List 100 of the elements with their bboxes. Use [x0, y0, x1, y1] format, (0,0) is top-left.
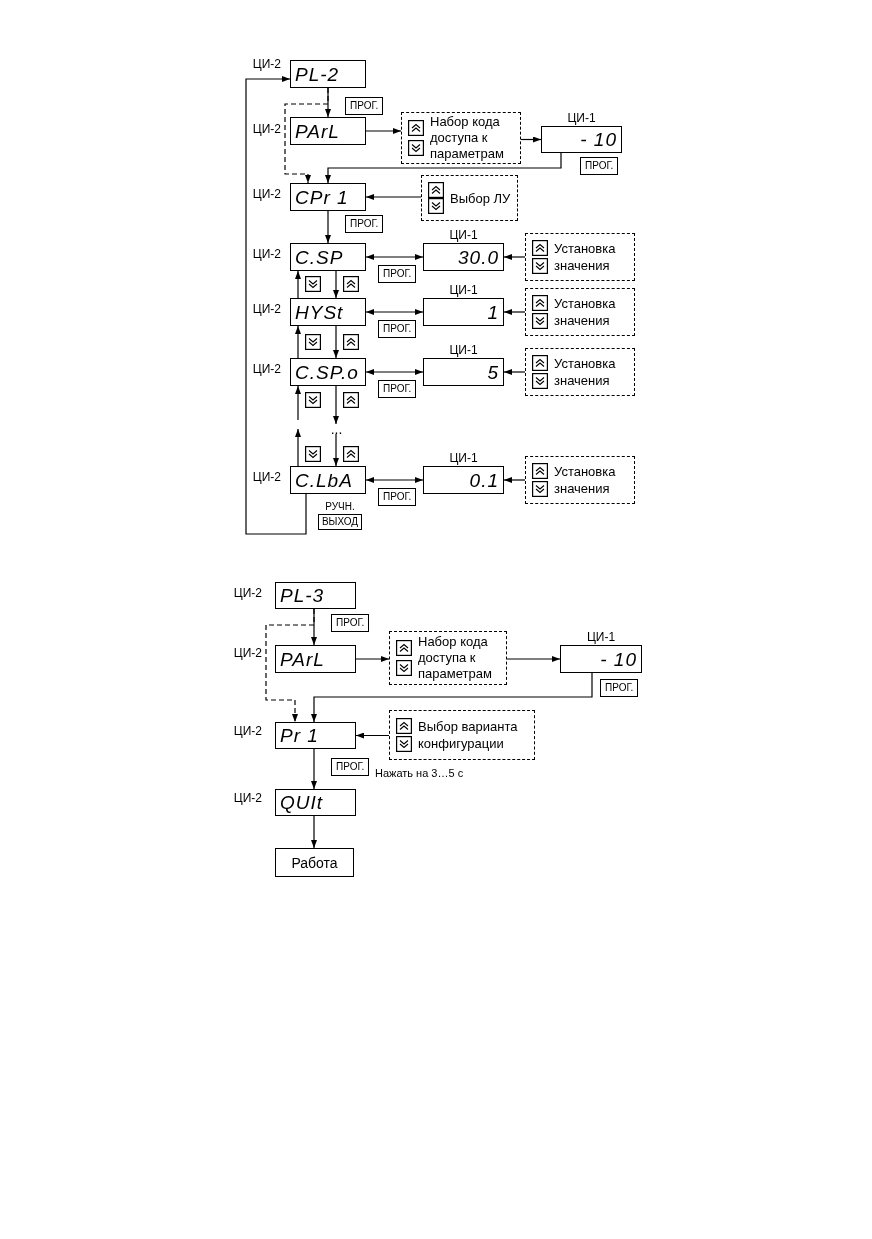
display-readout: - 10: [580, 130, 617, 149]
key-label: РУЧН. ВЫХОД: [318, 499, 362, 530]
display-readout: QUIt: [280, 793, 324, 812]
display-window: [275, 789, 356, 816]
state-text: Работа: [291, 854, 338, 871]
arrow: [503, 477, 526, 483]
double-arrow: [365, 254, 424, 260]
display-window: [423, 243, 504, 271]
key-hint-frame: [525, 456, 635, 504]
arrow: [355, 732, 390, 739]
arrow: [333, 385, 339, 425]
display-readout: C.SP.o: [295, 362, 359, 382]
key-label: ПРОГ.: [378, 320, 417, 338]
key-label: ПРОГ.: [580, 157, 619, 175]
indicator-label: ЦИ-2: [233, 792, 262, 805]
display-readout: PArL: [295, 121, 340, 141]
arrow: [295, 325, 301, 359]
arrow: [333, 325, 339, 359]
key-hint-frame: [525, 348, 635, 396]
indicator-label: ЦИ-1: [586, 631, 616, 643]
arrow: [365, 194, 422, 200]
arrow: [365, 128, 402, 134]
arrow: [295, 270, 301, 299]
arrow: [503, 309, 526, 315]
display-window: [290, 60, 366, 88]
display-window: [290, 466, 366, 494]
state-box: [275, 848, 354, 877]
indicator-label: ЦИ-2: [233, 725, 262, 738]
display-readout: C.SP: [295, 247, 344, 267]
arrow: [520, 136, 542, 143]
double-arrow: [365, 477, 424, 483]
display-window: [423, 466, 504, 494]
hint-text: Выбор варианта конфигурации: [418, 718, 519, 752]
display-window: [275, 645, 356, 673]
display-readout: Pr 1: [280, 726, 319, 745]
display-window: [290, 298, 366, 326]
display-window: [560, 645, 642, 673]
key-hint-frame: [525, 233, 635, 281]
hint-text: Набор кода доступа к параметрам: [430, 114, 505, 162]
hint-text: Установка значения: [554, 463, 617, 497]
key-hint-frame: [421, 175, 518, 221]
key-label: ПРОГ.: [378, 488, 417, 506]
key-label: ПРОГ.: [331, 758, 370, 776]
arrow: [506, 656, 561, 662]
arrow: [355, 656, 390, 662]
display-readout: 5: [487, 362, 499, 382]
arrow: [295, 428, 301, 467]
display-window: [275, 582, 356, 609]
indicator-label: ЦИ-1: [567, 112, 596, 124]
key-hint-frame: [389, 710, 535, 760]
indicator-label: ЦИ-1: [449, 452, 478, 464]
arrow: [325, 152, 562, 184]
indicator-label: ЦИ-1: [449, 229, 478, 241]
key-label: ПРОГ.: [378, 265, 417, 283]
display-readout: C.LbA: [295, 470, 353, 490]
display-readout: CPr 1: [295, 187, 349, 207]
indicator-label: ЦИ-2: [252, 363, 281, 376]
arrow: [245, 76, 307, 535]
display-window: [423, 298, 504, 326]
double-arrow: [365, 369, 424, 375]
hint-text: Выбор ЛУ: [450, 189, 511, 207]
indicator-label: ЦИ-2: [252, 188, 281, 201]
arrow: [503, 254, 526, 260]
key-hint-frame: [401, 112, 521, 164]
key-hint-frame: [389, 631, 507, 685]
arrow: [503, 369, 526, 375]
continuation-dots: ...: [330, 424, 343, 434]
double-arrow: [365, 309, 424, 315]
hint-text: Установка значения: [554, 355, 617, 389]
indicator-label: ЦИ-2: [233, 587, 262, 600]
display-window: [290, 183, 366, 211]
arrow: [333, 433, 339, 467]
hint-text: Установка значения: [554, 295, 617, 329]
display-readout: 0.1: [469, 470, 499, 490]
key-label: ПРОГ.: [378, 380, 417, 398]
dashed-arrow: [265, 608, 315, 723]
arrow: [311, 815, 317, 849]
display-readout: PL-3: [280, 586, 325, 605]
display-window: [290, 243, 366, 271]
key-label: ПРОГ.: [345, 215, 384, 233]
display-readout: PL-2: [295, 64, 340, 84]
display-readout: 30.0: [458, 247, 499, 267]
dashed-arrow: [284, 87, 329, 184]
indicator-label: ЦИ-1: [449, 284, 478, 296]
hint-text: Установка значения: [554, 240, 617, 274]
arrow: [295, 385, 301, 421]
display-readout: 1: [487, 302, 499, 322]
hold-note: Нажать на 3…5 с: [375, 767, 464, 780]
arrow: [311, 672, 593, 723]
indicator-label: ЦИ-2: [252, 123, 281, 136]
indicator-label: ЦИ-2: [252, 58, 281, 71]
indicator-label: ЦИ-2: [252, 471, 281, 484]
indicator-label: ЦИ-2: [233, 647, 262, 660]
indicator-label: ЦИ-1: [449, 344, 478, 356]
indicator-label: ЦИ-2: [252, 303, 281, 316]
display-readout: HYSt: [295, 302, 344, 322]
arrow: [325, 210, 331, 244]
arrow: [333, 270, 339, 299]
key-label: ПРОГ.: [331, 614, 370, 632]
hint-text: Набор кода доступа к параметрам: [418, 634, 493, 682]
